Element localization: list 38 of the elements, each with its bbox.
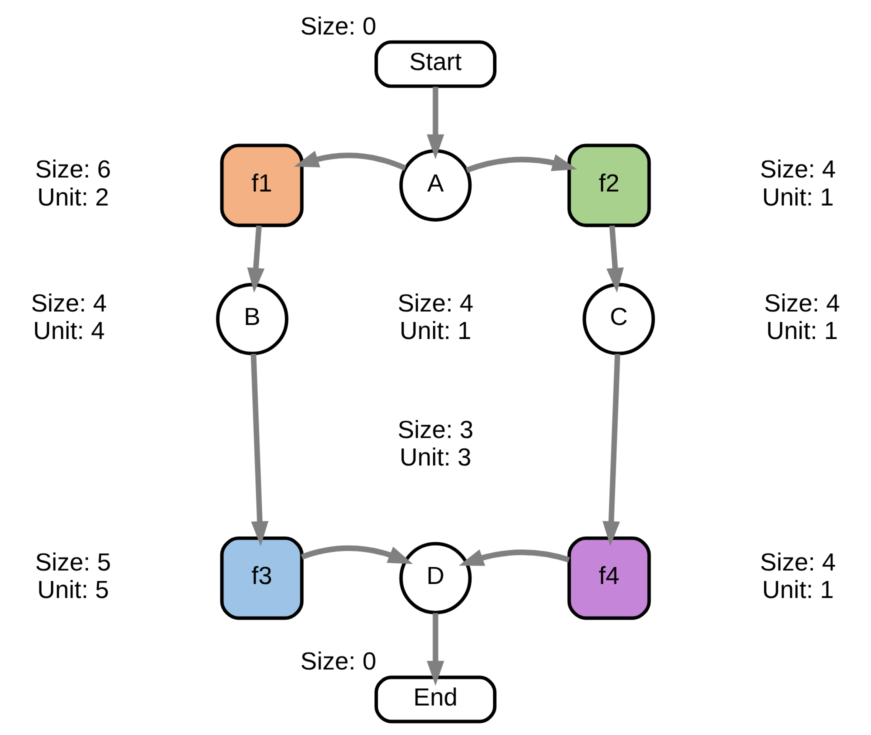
node-label: Unit: 5 [37,576,109,604]
node-label: Size: 4 [764,290,840,317]
node-label: Size: 6 [35,156,111,184]
arrow [458,548,570,566]
arrow [426,612,444,686]
arrow [602,353,620,546]
node-label: Unit: 3 [400,444,472,472]
node-label: Size: 0 [300,648,376,676]
node-circle: A [399,148,472,222]
arrow [300,544,413,564]
node-box: Start [374,40,496,88]
node-label: Unit: 2 [37,184,109,211]
arrow [606,225,624,292]
arrow [426,86,444,159]
node-label: Unit: 4 [33,317,105,344]
node-label: Size: 4 [760,156,836,184]
node-label: Size: 4 [31,290,107,317]
node-circle: C [582,282,655,355]
node-circle: B [216,282,288,355]
node-label: Size: 4 [398,290,474,317]
node-label: Size: 4 [760,548,836,576]
arrow [250,353,268,546]
arrow [466,154,578,172]
node-label: Unit: 1 [400,317,472,344]
node-label: Unit: 1 [762,184,834,211]
arrow [247,225,265,292]
node-circle: D [399,541,472,614]
node-label: Size: 5 [35,548,111,576]
node-label: Size: 3 [398,416,474,444]
node-box: f1 [220,143,304,227]
node-box: f3 [220,536,304,620]
node-label: Unit: 1 [762,576,834,604]
node-box: f2 [567,143,651,227]
node-box: f4 [567,536,651,620]
node-label: Size: 0 [300,12,376,40]
arrow [294,150,406,170]
node-label: Unit: 1 [766,317,838,344]
node-box: End [374,675,496,723]
